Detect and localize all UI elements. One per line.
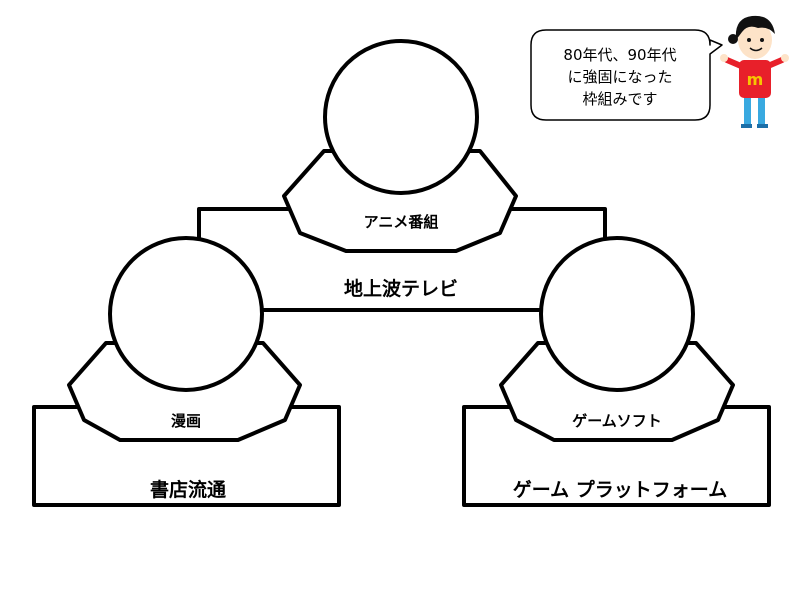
- left-node-head: [108, 236, 264, 392]
- mascot-left-arm: [724, 57, 744, 69]
- speech-bubble-shape: [530, 29, 723, 121]
- mascot-right-shoe: [757, 124, 768, 128]
- center-node-label: アニメ番組: [364, 213, 439, 231]
- right-node: ゲームソフト: [499, 236, 735, 442]
- mascot-shirt: [739, 60, 771, 98]
- mascot-face: [738, 21, 772, 59]
- left-platform-label: 書店流通: [150, 478, 227, 501]
- mascot-shirt-letter: m: [747, 70, 764, 89]
- mascot-right-hand: [781, 54, 789, 62]
- mascot-left-hand: [720, 54, 728, 62]
- left-node: 漫画: [67, 236, 302, 442]
- mascot-mouth: [749, 47, 763, 52]
- speech-bubble: 80年代、90年代 に強固になった 枠組みです: [530, 29, 723, 121]
- mascot-eye-left: [747, 38, 751, 42]
- speech-bubble-line-1: 80年代、90年代: [563, 46, 676, 64]
- center-node: アニメ番組: [282, 39, 518, 253]
- center-node-head: [323, 39, 479, 195]
- speech-bubble-line-3: 枠組みです: [582, 90, 657, 108]
- right-node-head: [539, 236, 695, 392]
- center-platform-label: 地上波テレビ: [344, 277, 458, 300]
- mascot-left-shoe: [741, 124, 752, 128]
- mascot-ear-left: [728, 34, 738, 44]
- mascot-right-leg: [758, 96, 765, 126]
- mascot-eye-right: [760, 38, 764, 42]
- mascot-hair: [735, 15, 775, 40]
- mascot-left-leg: [744, 96, 751, 126]
- right-platform-label: ゲーム プラットフォーム: [513, 478, 727, 501]
- right-node-label: ゲームソフト: [572, 412, 662, 430]
- left-node-label: 漫画: [171, 412, 201, 430]
- center-node-body: [282, 149, 518, 253]
- mascot-character: m: [720, 15, 789, 128]
- speech-bubble-line-2: に強固になった: [567, 68, 672, 86]
